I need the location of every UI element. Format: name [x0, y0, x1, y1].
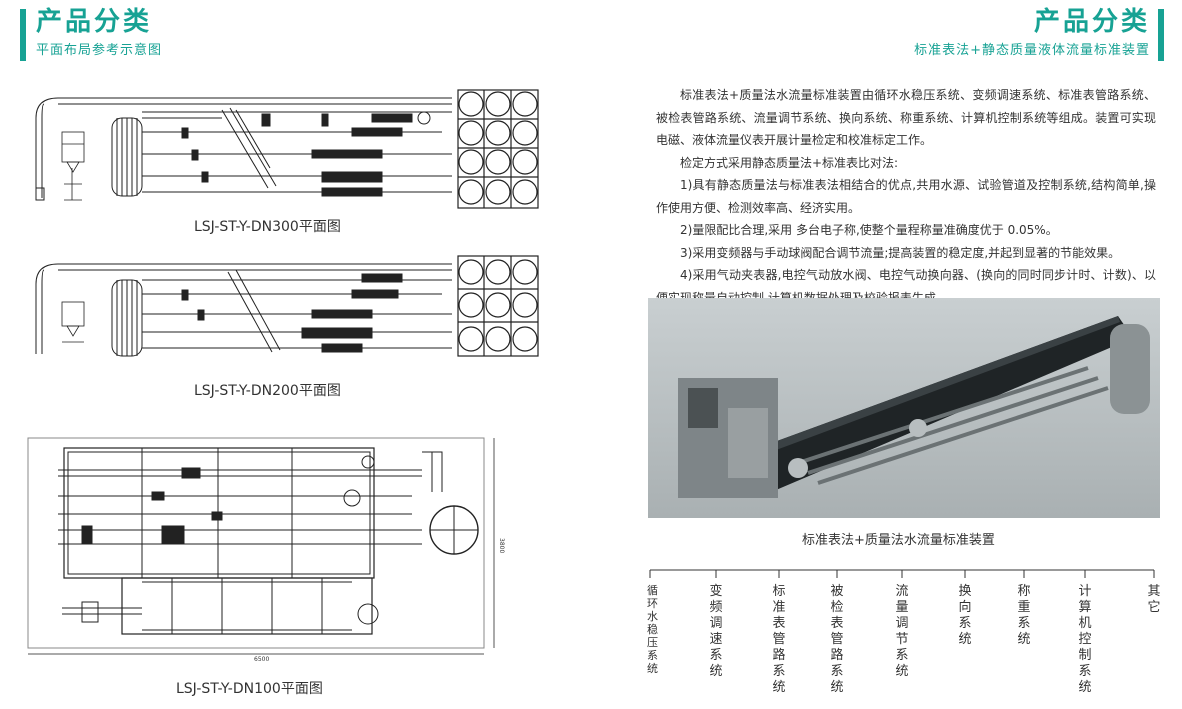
- tree-item-standard-meter: 标准表管路系统: [772, 584, 786, 695]
- tree-item-diverter: 换向系统: [958, 584, 972, 647]
- dn100-plan-drawing: 6500 3800: [27, 437, 505, 663]
- point-3: 3)采用变频器与手动球阀配合调节流量;提高装置的稳定度,并起到显著的节能效果。: [680, 245, 1121, 260]
- device-3d-render: [648, 298, 1160, 518]
- tree-item-vfd: 变频调速系统: [709, 584, 723, 679]
- tree-item-weighing: 称重系统: [1017, 584, 1031, 647]
- tree-item-computer-control: 计算机控制系统: [1078, 584, 1092, 695]
- dn200-plan-drawing: [35, 255, 539, 357]
- description-block: 标准表法+质量法水流量标准装置由循环水稳压系统、变频调速系统、标准表管路系统、被…: [656, 84, 1156, 309]
- tree-item-circulation: 循环水稳压系统: [647, 584, 658, 675]
- dn100-caption: LSJ-ST-Y-DN100平面图: [176, 681, 323, 697]
- tree-item-flow-adjust: 流量调节系统: [895, 584, 909, 679]
- left-section-subtitle: 平面布局参考示意图: [36, 43, 163, 58]
- tree-item-other: 其它: [1147, 584, 1161, 615]
- point-1: 1)具有静态质量法与标准表法相结合的优点,共用水源、试验管道及控制系统,结构简单…: [656, 178, 1156, 215]
- left-accent-bar: [20, 9, 26, 61]
- dn100-height-dimension: 3800: [498, 538, 505, 553]
- dn100-width-dimension: 6500: [254, 656, 269, 663]
- right-section-title: 产品分类: [1033, 7, 1150, 37]
- photo-caption: 标准表法+质量法水流量标准装置: [802, 533, 995, 548]
- left-section-title: 产品分类: [36, 7, 153, 37]
- dn300-plan-drawing: [35, 89, 539, 209]
- dn200-caption: LSJ-ST-Y-DN200平面图: [194, 383, 341, 399]
- system-tree: 循环水稳压系统 变频调速系统 标准表管路系统 被检表管路系统 流量调节系统 换向…: [640, 560, 1180, 709]
- right-section-subtitle: 标准表法+静态质量液体流量标准装置: [914, 43, 1150, 58]
- method-paragraph: 检定方式采用静态质量法+标准表比对法:: [680, 155, 899, 170]
- dn300-caption: LSJ-ST-Y-DN300平面图: [194, 219, 341, 235]
- tree-item-test-meter: 被检表管路系统: [830, 584, 844, 695]
- intro-paragraph: 标准表法+质量法水流量标准装置由循环水稳压系统、变频调速系统、标准表管路系统、被…: [656, 88, 1156, 147]
- point-2: 2)量限配比合理,采用 多台电子称,使整个量程称量准确度优于 0.05%。: [680, 223, 1058, 237]
- right-accent-bar: [1158, 9, 1164, 61]
- tree-connector-lines: [649, 569, 1155, 578]
